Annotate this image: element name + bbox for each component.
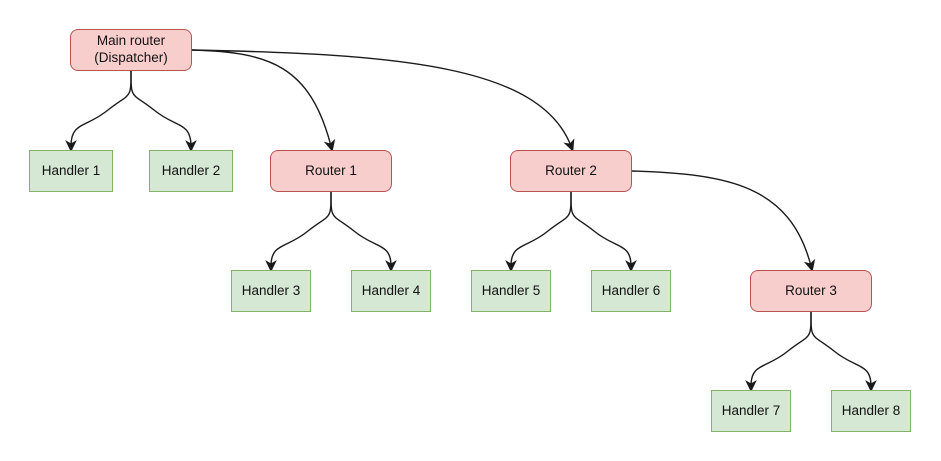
node-label-handler-4: Handler 4 — [361, 282, 421, 298]
node-handler-7[interactable]: Handler 7 — [711, 390, 791, 432]
node-main-router[interactable]: Main router (Dispatcher) — [70, 29, 192, 71]
edge-router-1-to-handler-3 — [265, 191, 332, 273]
node-label-handler-2: Handler 2 — [161, 162, 221, 178]
node-handler-5[interactable]: Handler 5 — [471, 270, 551, 312]
node-handler-3[interactable]: Handler 3 — [231, 270, 311, 312]
node-handler-4[interactable]: Handler 4 — [351, 270, 431, 312]
node-label-handler-3: Handler 3 — [241, 282, 301, 298]
node-handler-6[interactable]: Handler 6 — [591, 270, 671, 312]
node-label-handler-1: Handler 1 — [41, 162, 101, 178]
node-label-handler-6: Handler 6 — [601, 282, 661, 298]
node-router-2[interactable]: Router 2 — [510, 150, 632, 192]
edge-router-3-to-handler-7 — [745, 311, 812, 393]
node-label-handler-8: Handler 8 — [841, 402, 901, 418]
edge-router-2-to-router-3 — [631, 170, 816, 272]
node-router-1[interactable]: Router 1 — [270, 150, 392, 192]
node-label-router-2: Router 2 — [545, 162, 597, 178]
edge-main-to-router-1 — [191, 49, 336, 152]
edge-router-3-to-handler-8 — [810, 311, 877, 393]
edge-main-to-router-2 — [191, 49, 575, 152]
node-router-3[interactable]: Router 3 — [750, 270, 872, 312]
node-handler-1[interactable]: Handler 1 — [29, 150, 113, 192]
edge-main-to-handler-2 — [130, 70, 197, 153]
node-handler-2[interactable]: Handler 2 — [149, 150, 233, 192]
node-label-handler-7: Handler 7 — [721, 402, 781, 418]
node-label-handler-5: Handler 5 — [481, 282, 541, 298]
node-handler-8[interactable]: Handler 8 — [831, 390, 911, 432]
node-label-main-router: Main router (Dispatcher) — [94, 33, 168, 65]
edge-main-to-handler-1 — [65, 70, 132, 153]
node-label-router-1: Router 1 — [305, 162, 357, 178]
edge-router-2-to-handler-5 — [505, 191, 572, 273]
edge-router-1-to-handler-4 — [330, 191, 397, 273]
edges-group — [65, 49, 877, 393]
edge-router-2-to-handler-6 — [570, 191, 637, 273]
node-label-router-3: Router 3 — [785, 282, 837, 298]
